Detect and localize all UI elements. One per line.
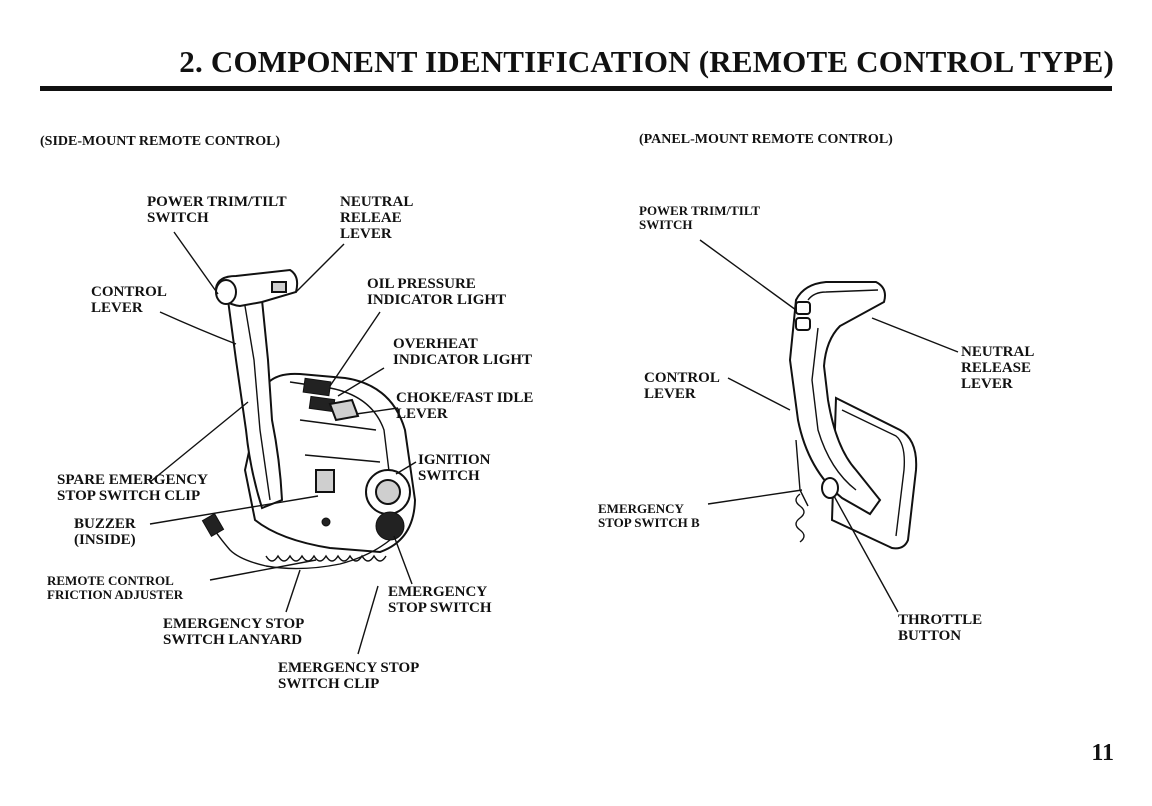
label-emergency-stop-clip: EMERGENCY STOP SWITCH CLIP: [278, 660, 420, 692]
label-panel-emergency-stop-switch-b: EMERGENCY STOP SWITCH B: [598, 501, 700, 530]
label-panel-power-trim-tilt-switch: POWER TRIM/TILT SWITCH: [639, 203, 761, 232]
page-title: 2. COMPONENT IDENTIFICATION (REMOTE CONT…: [179, 44, 1114, 79]
side-mount-heading: (SIDE-MOUNT REMOTE CONTROL): [40, 134, 281, 149]
side-mount-illustration: [149, 231, 417, 655]
title-rule: [40, 86, 1112, 91]
label-neutral-release-lever: NEUTRAL RELEAE LEVER: [340, 194, 414, 242]
panel-mount-heading: (PANEL-MOUNT REMOTE CONTROL): [639, 132, 893, 147]
page-number: 11: [1091, 740, 1114, 766]
label-panel-throttle-button: THROTTLE BUTTON: [898, 612, 983, 644]
label-emergency-stop-lanyard: EMERGENCY STOP SWITCH LANYARD: [163, 616, 305, 648]
label-ignition-switch: IGNITION SWITCH: [418, 452, 491, 484]
label-friction-adjuster: REMOTE CONTROL FRICTION ADJUSTER: [47, 573, 184, 602]
label-panel-control-lever: CONTROL LEVER: [644, 370, 720, 402]
label-control-lever: CONTROL LEVER: [91, 284, 167, 316]
label-panel-neutral-release-lever: NEUTRAL RELEASE LEVER: [961, 344, 1035, 392]
label-overheat-indicator: OVERHEAT INDICATOR LIGHT: [393, 336, 533, 368]
label-choke-fast-idle-lever: CHOKE/FAST IDLE LEVER: [396, 390, 534, 422]
label-spare-emergency-clip: SPARE EMERGENCY STOP SWITCH CLIP: [57, 472, 208, 504]
label-emergency-stop-switch: EMERGENCY STOP SWITCH: [388, 584, 492, 616]
panel-mount-illustration: [699, 239, 959, 613]
label-oil-pressure-indicator: OIL PRESSURE INDICATOR LIGHT: [367, 276, 507, 308]
label-power-trim-tilt-switch: POWER TRIM/TILT SWITCH: [147, 194, 287, 226]
label-buzzer: BUZZER (INSIDE): [74, 516, 136, 548]
